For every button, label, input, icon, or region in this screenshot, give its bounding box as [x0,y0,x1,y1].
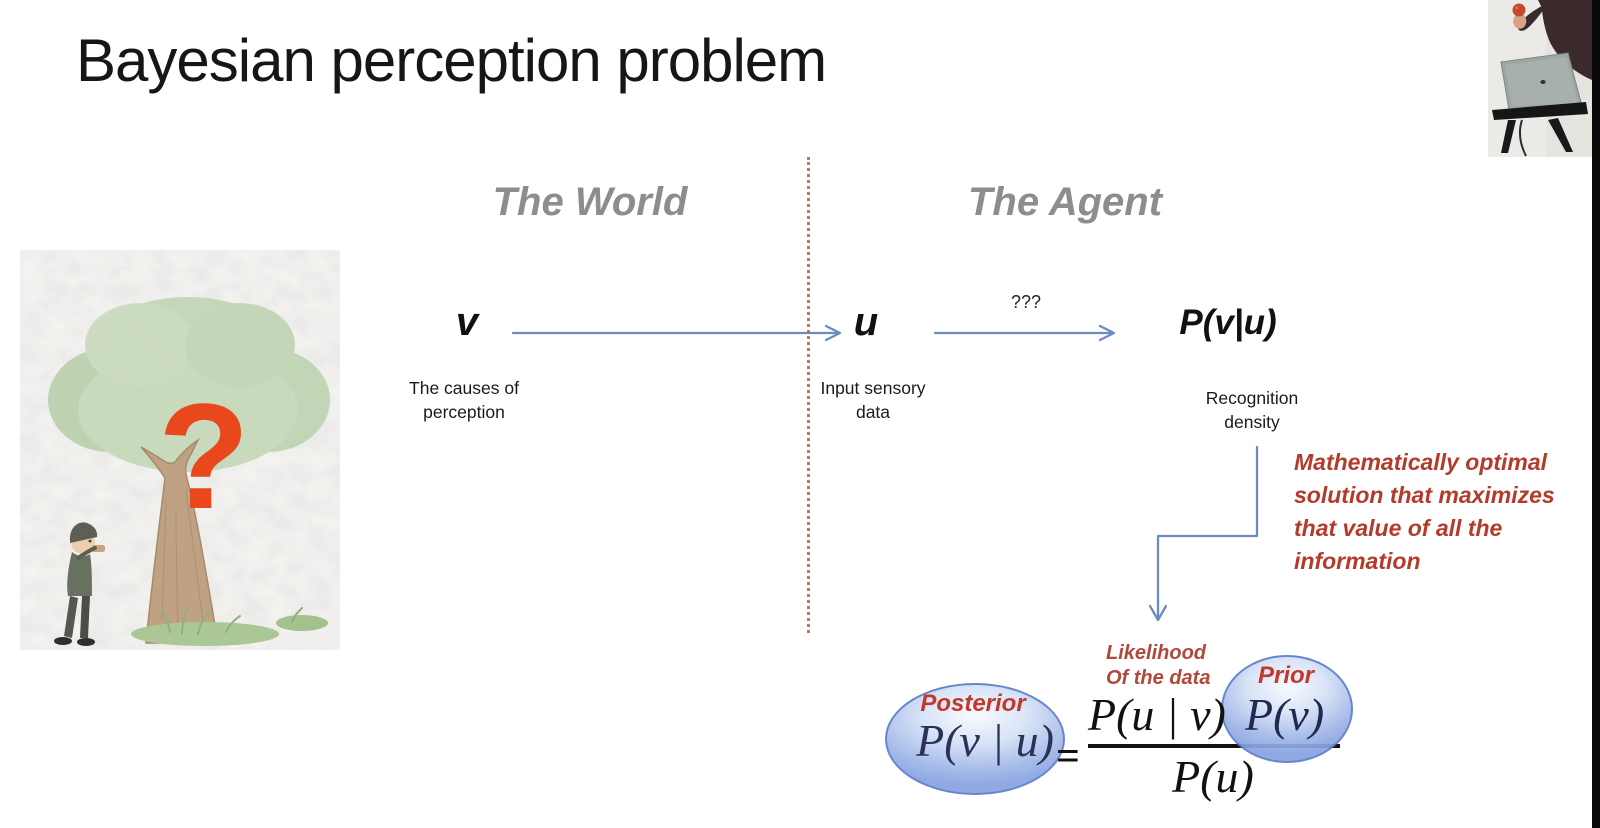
arrow-question-label: ??? [1010,292,1042,312]
tree-illustration: ? [20,250,340,650]
laptop [1492,52,1588,157]
formula-likelihood-term: P(u | v) [1088,689,1226,740]
formula-prior-term: P(v) [1245,689,1325,740]
connector-arrow-head [1148,604,1168,622]
posterior-ellipse [885,683,1065,795]
world-agent-divider [807,157,810,633]
recognition-density-symbol: P(v|u) [1179,303,1277,342]
likelihood-label: Likelihood Of the data [1106,642,1211,689]
prior-label: Prior [1257,662,1314,689]
presenter-webcam [1488,0,1592,157]
recognition-caption: Recognition density [1205,388,1299,432]
tree-crown [48,297,330,472]
u-caption: Input sensory data [820,378,926,422]
prior-ellipse [1221,655,1353,763]
formula-posterior-term: P(v | u) [916,715,1054,766]
column-header-world: The World [492,180,688,224]
apple-icon [1512,3,1526,17]
optimal-solution-annotation: Mathematically optimal solution that max… [1294,449,1555,574]
screen-edge-bar [1592,0,1600,828]
formula-equals: = [1056,734,1080,780]
formula-evidence-term: P(u) [1172,751,1254,802]
v-caption: The causes of perception [409,378,519,422]
column-header-agent: The Agent [967,180,1163,224]
posterior-label: Posterior [920,690,1026,717]
question-mark: ? [158,372,250,540]
page-title: Bayesian perception problem [76,27,827,94]
variable-v: v [455,300,479,344]
presenter-person [1512,0,1592,80]
boy-figure [54,522,105,646]
connector-elbow [1156,445,1259,619]
arrow-u-to-p-head [1098,324,1116,342]
fraction-bar [1088,744,1340,748]
variable-u: u [853,300,879,344]
grass [131,607,328,646]
tree-trunk [140,437,219,644]
